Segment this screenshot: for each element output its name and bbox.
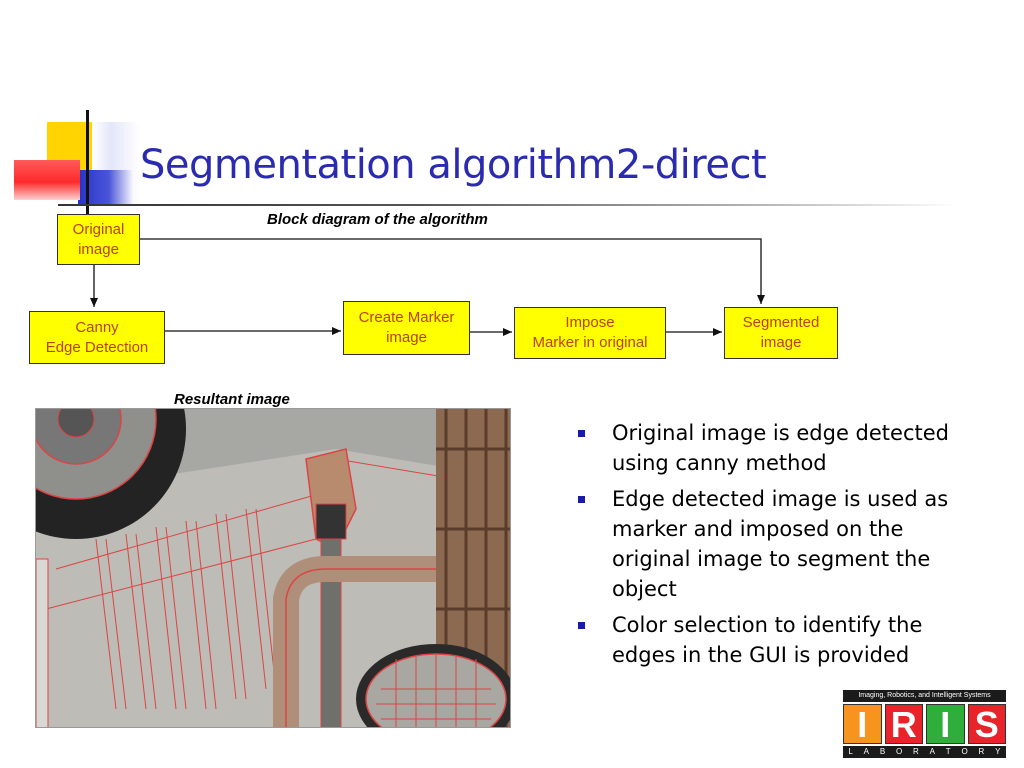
logo-bottom-letter: R	[913, 747, 919, 756]
list-item: Original image is edge detected using ca…	[578, 418, 978, 478]
node-label: Marker in original	[532, 334, 648, 351]
logo-bottom-letter: O	[961, 747, 968, 756]
list-item: Edge detected image is used as marker an…	[578, 484, 978, 604]
logo-letter: R	[884, 704, 923, 745]
square-bullet-icon	[578, 622, 585, 629]
logo-letters: I R I S	[843, 704, 1006, 745]
resultant-image	[35, 408, 511, 728]
node-label: Canny	[75, 318, 119, 336]
logo-letter: S	[967, 704, 1006, 745]
node-original-image: Original image	[57, 214, 140, 265]
logo-bottom-letter: R	[978, 747, 985, 756]
bullet-list: Original image is edge detected using ca…	[578, 418, 978, 676]
logo-letter: I	[926, 704, 965, 745]
logo-bottom-letter: T	[945, 747, 951, 756]
logo-letter: I	[843, 704, 882, 745]
diagram-caption: Block diagram of the algorithm	[267, 211, 488, 228]
node-label: Segmented	[742, 314, 820, 331]
node-label: image	[386, 329, 427, 346]
iris-lab-logo: Imaging, Robotics, and Intelligent Syste…	[843, 690, 1006, 758]
diagram-arrows	[90, 238, 765, 336]
node-segmented-image: Segmented image	[724, 307, 838, 359]
node-label: image	[78, 240, 119, 258]
node-label: Create Marker	[358, 309, 455, 326]
square-bullet-icon	[578, 496, 585, 503]
logo-tagline: Imaging, Robotics, and Intelligent Syste…	[843, 690, 1006, 702]
image-caption: Resultant image	[174, 391, 290, 408]
node-label: Impose	[565, 314, 615, 331]
node-impose-marker: Impose Marker in original	[514, 307, 666, 359]
node-canny-edge-detection: Canny Edge Detection	[29, 311, 165, 364]
logo-bottom-letter: A	[929, 747, 935, 756]
node-label: Original	[72, 220, 125, 238]
node-label: image	[760, 334, 802, 351]
decor-vertical-line	[86, 110, 89, 218]
node-label: Edge Detection	[45, 338, 149, 356]
bullet-text: Edge detected image is used as marker an…	[612, 487, 949, 601]
logo-bottom-letter: O	[895, 747, 903, 756]
list-item: Color selection to identify the edges in…	[578, 610, 978, 670]
segmented-photo-drawing	[36, 409, 510, 727]
logo-bottom-letter: A	[863, 747, 870, 756]
slide-title: Segmentation algorithm2-direct	[140, 142, 767, 188]
bullet-text: Color selection to identify the edges in…	[612, 613, 923, 667]
logo-bottom-letter: L	[848, 747, 853, 756]
edge-original-segmented	[140, 238, 765, 304]
bullet-text: Original image is edge detected using ca…	[612, 421, 949, 475]
logo-bottom-letter: Y	[995, 747, 1001, 756]
logo-bottom-letter: B	[879, 747, 886, 756]
node-create-marker-image: Create Marker image	[343, 301, 470, 355]
square-bullet-icon	[578, 430, 585, 437]
decor-red-square	[14, 160, 80, 200]
title-underline	[58, 204, 958, 206]
